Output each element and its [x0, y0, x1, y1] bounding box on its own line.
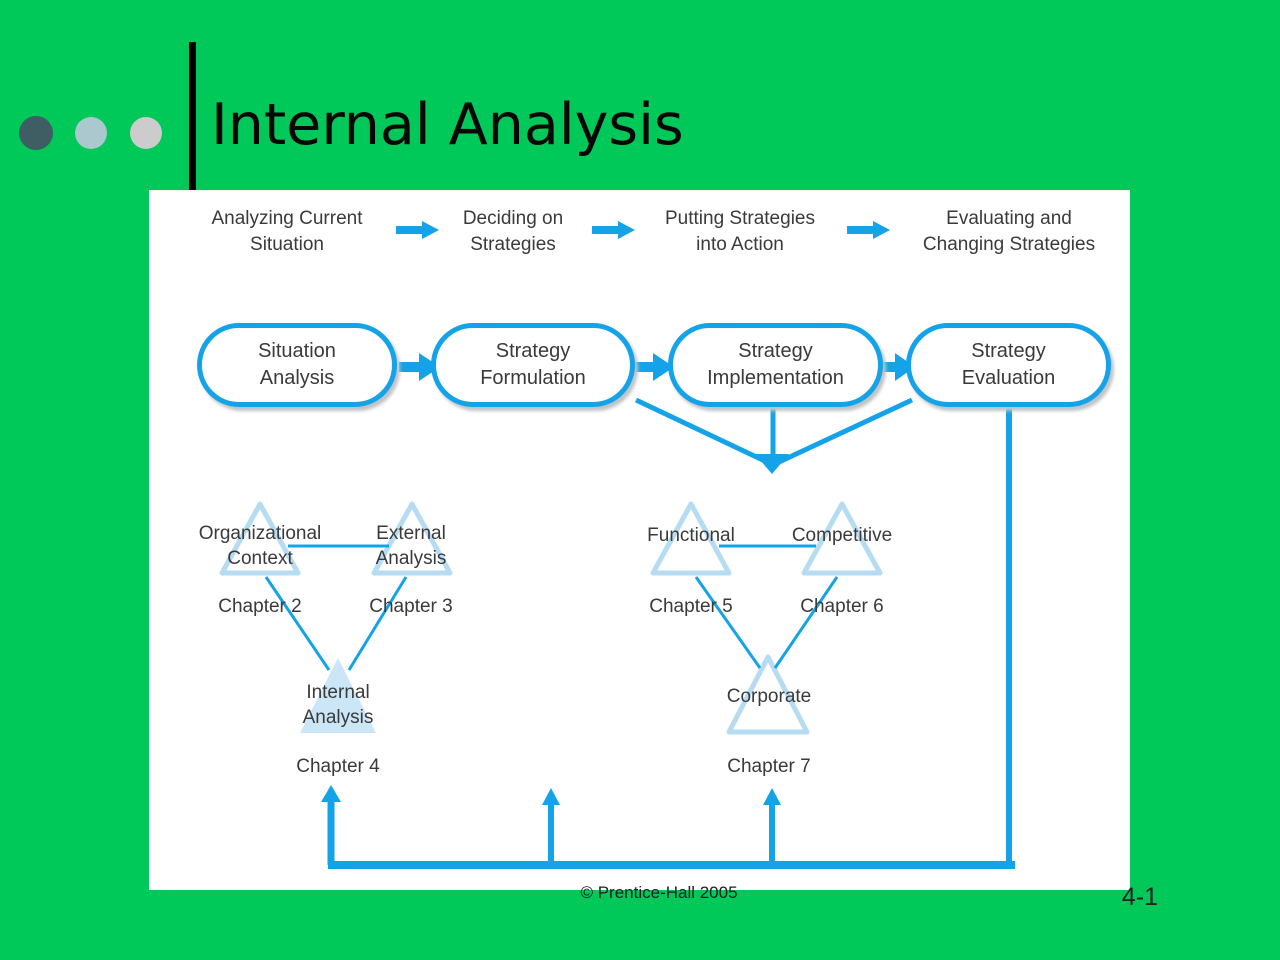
label-external-analysis: External Analysis [375, 523, 447, 569]
right-arrow-icon-2 [592, 221, 635, 239]
connector-ch3-internal [347, 576, 408, 671]
page-title: Internal Analysis [211, 92, 684, 159]
bullet-dot-gray [130, 117, 162, 149]
triangle-corporate [726, 654, 810, 735]
label-functional: Functional [647, 525, 735, 546]
stage-situation-analysis: Situation Analysis [197, 323, 397, 407]
label-chapter-6: Chapter 6 [800, 596, 884, 617]
up-arrowhead-left-icon [321, 785, 341, 802]
label-corporate: Corporate [726, 686, 812, 707]
label-chapter-5: Chapter 5 [649, 596, 733, 617]
connector-ch2-internal [264, 576, 331, 671]
triangle-internal-analysis [300, 658, 376, 733]
copyright-text: © Prentice-Hall 2005 [580, 883, 738, 902]
stage-arrow-icon-1 [399, 353, 440, 381]
triangle-external-analysis [371, 501, 453, 576]
process-label-analyzing: Analyzing Current Situation [211, 208, 363, 255]
triangle-competitive [801, 501, 883, 576]
label-organizational-context: Organizational Context [198, 523, 322, 569]
up-arrowhead-middle-icon [542, 788, 560, 805]
label-chapter-3: Chapter 3 [369, 596, 453, 617]
diagram-panel: Analyzing Current Situation Deciding on … [149, 190, 1130, 890]
label-chapter-4: Chapter 4 [296, 756, 380, 777]
process-label-evaluating: Evaluating and Changing Strategies [922, 208, 1096, 255]
feedback-bottom-bar [328, 861, 1015, 869]
down-arrowhead-icon [755, 454, 789, 474]
up-arrowhead-right-icon [763, 788, 781, 805]
connector-ch6-corporate [773, 576, 839, 669]
triangle-functional [650, 501, 732, 576]
label-competitive: Competitive [791, 525, 893, 546]
label-internal-analysis: Internal Analysis [302, 682, 374, 728]
vline-evaluation [777, 397, 914, 465]
stage-arrow-icon-2 [633, 353, 674, 381]
stage-strategy-implementation: Strategy Implementation [668, 323, 883, 407]
diagram-connectors [219, 221, 1015, 869]
stage-strategy-evaluation: Strategy Evaluation [906, 323, 1111, 407]
slide-number: 4-1 [1121, 883, 1158, 911]
bullet-dot-blue [75, 117, 107, 149]
right-arrow-icon-1 [396, 221, 439, 239]
stage-arrow-icon-3 [877, 353, 915, 381]
label-chapter-2: Chapter 2 [218, 596, 302, 617]
triangle-organizational-context [219, 501, 301, 576]
bullet-dot-dark [19, 116, 53, 150]
process-label-putting: Putting Strategies into Action [665, 208, 815, 255]
vline-formulation [634, 397, 769, 465]
title-accent-bar [189, 42, 196, 190]
connector-ch5-corporate [694, 576, 762, 669]
stage-strategy-formulation: Strategy Formulation [431, 323, 635, 407]
right-arrow-icon-3 [847, 221, 890, 239]
process-label-deciding: Deciding on Strategies [462, 208, 564, 255]
label-chapter-7: Chapter 7 [727, 756, 811, 777]
